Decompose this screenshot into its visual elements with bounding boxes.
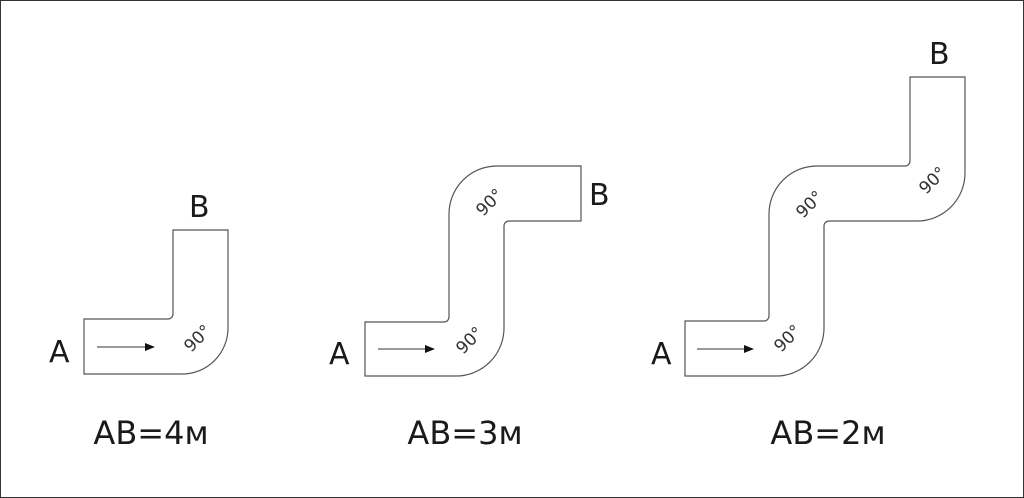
figure-2: 90° 90° A B AB=3м (329, 165, 610, 452)
pipe-two-bends (364, 165, 582, 377)
point-a-label: A (329, 337, 350, 372)
pipe-one-bend (83, 229, 229, 375)
length-caption: AB=2м (770, 414, 885, 452)
length-caption: AB=3м (407, 414, 522, 452)
point-b-label: B (929, 37, 950, 72)
point-a-label: A (49, 335, 70, 370)
length-caption: AB=4м (93, 414, 208, 452)
pipe-three-bends (684, 76, 966, 377)
figure-3: 90° 90° 90° A B AB=2м (651, 37, 966, 452)
point-b-label: B (589, 178, 610, 213)
figure-1: 90° A B AB=4м (49, 190, 229, 452)
point-a-label: A (651, 337, 672, 372)
point-b-label: B (189, 190, 210, 225)
